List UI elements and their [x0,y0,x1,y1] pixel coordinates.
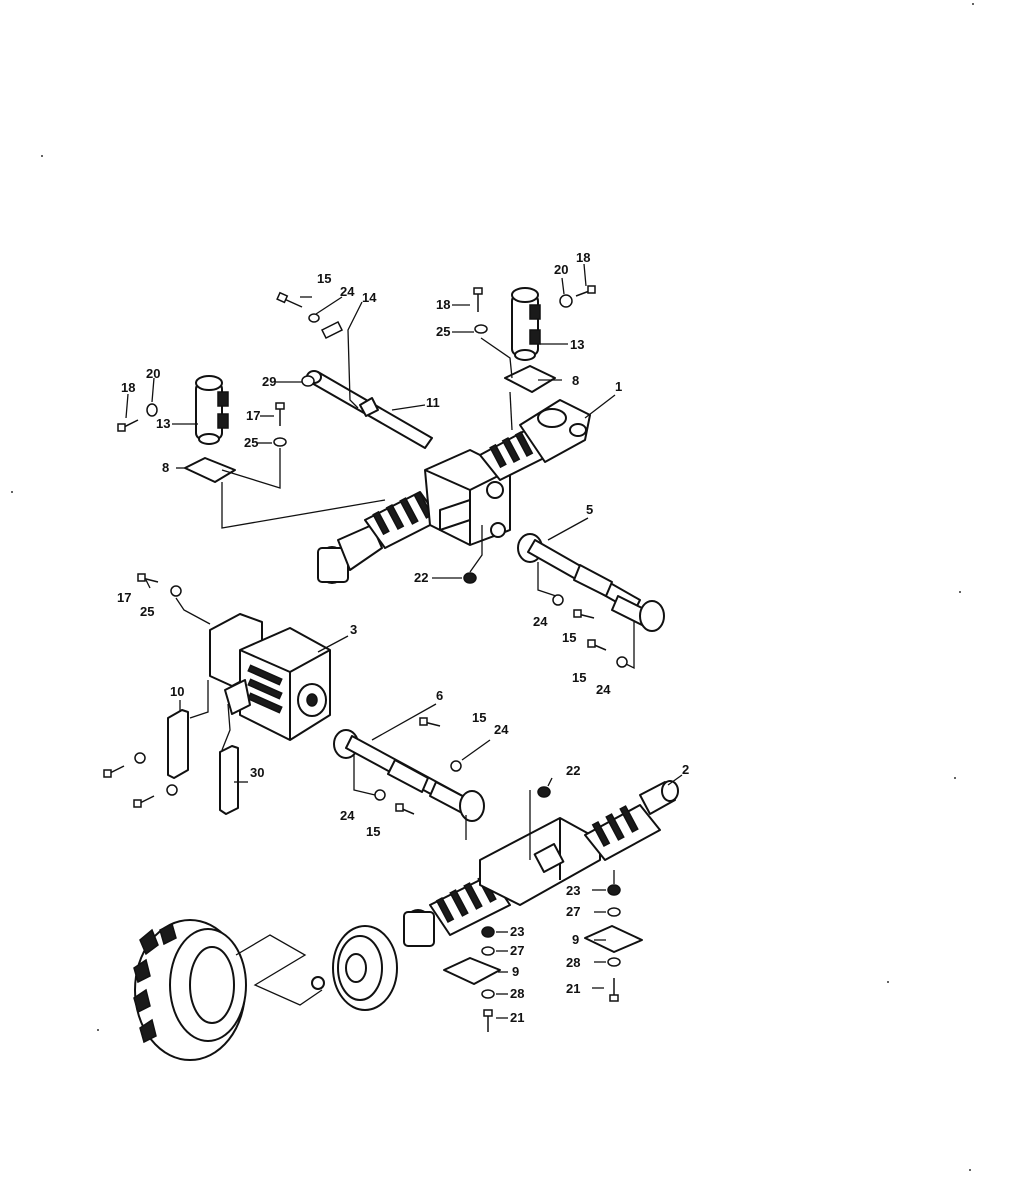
callout-22: 22 [414,570,428,585]
drive-shaft-5 [517,533,665,632]
rear-axle-assembly [403,780,679,947]
callout-27: 27 [566,904,580,919]
callout-23: 23 [510,924,524,939]
callout-28: 28 [566,955,580,970]
drive-shaft-6 [333,729,485,822]
callout-24: 24 [340,284,355,299]
callout-labels: 15 24 14 18 25 20 18 13 8 1 18 20 29 11 … [117,250,689,1025]
scan-specks [11,3,974,1171]
callout-24: 24 [340,808,355,823]
gearbox [209,613,331,741]
callout-9: 9 [572,932,579,947]
callout-20: 20 [146,366,160,381]
callout-15: 15 [472,710,486,725]
callout-9: 9 [512,964,519,979]
callout-5: 5 [586,502,593,517]
callout-8: 8 [572,373,579,388]
front-axle-assembly [317,399,591,584]
callout-30: 30 [250,765,264,780]
callout-28: 28 [510,986,524,1001]
callout-15: 15 [317,271,331,286]
plate-8-left [184,457,236,483]
callout-29: 29 [262,374,276,389]
callout-24: 24 [494,722,509,737]
callout-24: 24 [596,682,611,697]
fasteners-shafts [374,594,628,815]
tie-rod [306,370,433,449]
callout-15: 15 [562,630,576,645]
callout-25: 25 [436,324,450,339]
callout-1: 1 [615,379,622,394]
kingpin-bracket-left [195,375,229,445]
callout-18: 18 [121,380,135,395]
callout-18: 18 [576,250,590,265]
callout-23: 23 [566,883,580,898]
callout-11: 11 [426,395,440,410]
plate-9-left [443,957,501,985]
callout-10: 10 [170,684,184,699]
fasteners-top [117,285,596,584]
fasteners-middle-left [103,573,182,808]
callout-3: 3 [350,622,357,637]
callout-21: 21 [510,1010,524,1025]
plate-9-right [584,925,643,953]
callout-13: 13 [570,337,584,352]
callout-15: 15 [572,670,586,685]
bracket-10 [167,709,189,779]
tire [133,919,247,1061]
callout-24: 24 [533,614,548,629]
bracket-30 [219,745,239,815]
callout-2: 2 [682,762,689,777]
callout-17: 17 [246,408,260,423]
fasteners-rear [481,786,621,1032]
callout-18: 18 [436,297,450,312]
callout-27: 27 [510,943,524,958]
callout-21: 21 [566,981,580,996]
callout-25: 25 [140,604,154,619]
kingpin-bracket-right [511,287,541,361]
leader-lines [125,263,683,1019]
callout-15: 15 [366,824,380,839]
callout-6: 6 [436,688,443,703]
callout-20: 20 [554,262,568,277]
callout-8: 8 [162,460,169,475]
callout-22: 22 [566,763,580,778]
wheel-rim [311,925,398,1011]
callout-13: 13 [156,416,170,431]
plate-8-right [504,365,556,393]
callout-25: 25 [244,435,258,450]
callout-17: 17 [117,590,131,605]
callout-14: 14 [362,290,377,305]
